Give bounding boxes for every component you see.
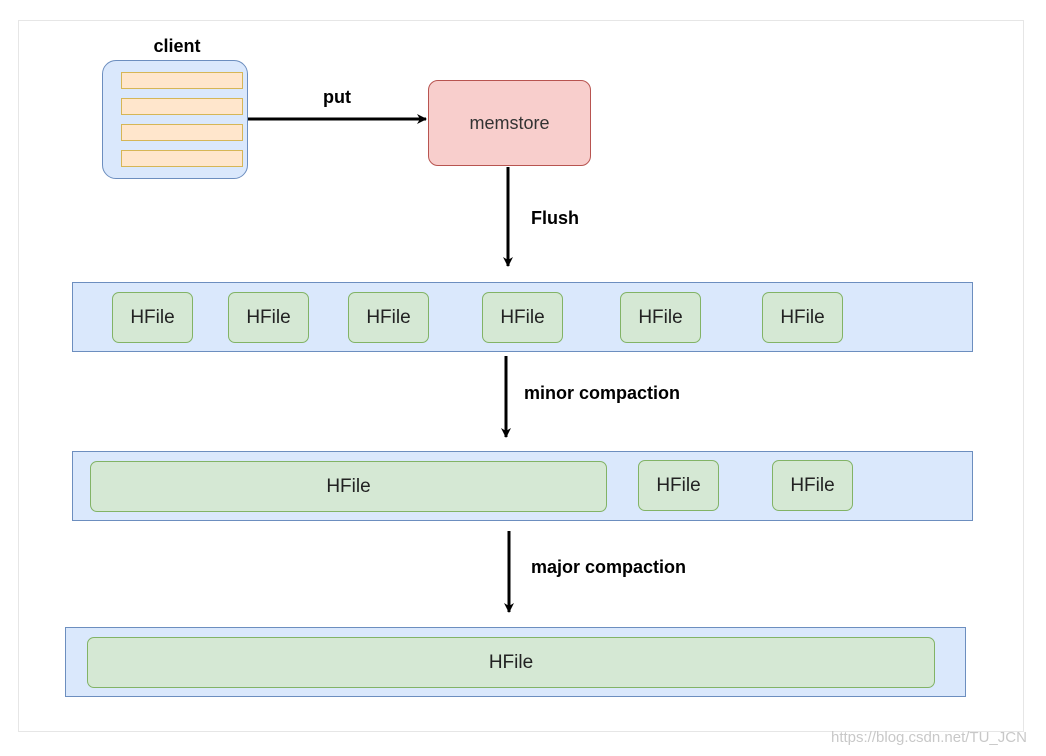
- hfile-box: HFile: [638, 460, 719, 511]
- client-label: client: [153, 36, 201, 56]
- hfile-box-merged: HFile: [90, 461, 607, 512]
- client-record: [121, 124, 243, 141]
- client-record: [121, 98, 243, 115]
- hfile-box: HFile: [772, 460, 853, 511]
- client-box: [102, 60, 248, 179]
- minor-compaction-label: minor compaction: [524, 383, 681, 403]
- put-label: put: [323, 87, 351, 107]
- hfile-box: HFile: [482, 292, 563, 343]
- hfile-box-final: HFile: [87, 637, 935, 688]
- memstore-box: memstore: [428, 80, 591, 166]
- hfile-box: HFile: [112, 292, 193, 343]
- hfile-box: HFile: [762, 292, 843, 343]
- client-record: [121, 72, 243, 89]
- hfile-box: HFile: [228, 292, 309, 343]
- client-record: [121, 150, 243, 167]
- hfile-box: HFile: [620, 292, 701, 343]
- major-compaction-label: major compaction: [531, 557, 687, 577]
- flush-label: Flush: [531, 208, 579, 228]
- watermark-text: https://blog.csdn.net/TU_JCN: [831, 729, 1027, 746]
- hfile-box: HFile: [348, 292, 429, 343]
